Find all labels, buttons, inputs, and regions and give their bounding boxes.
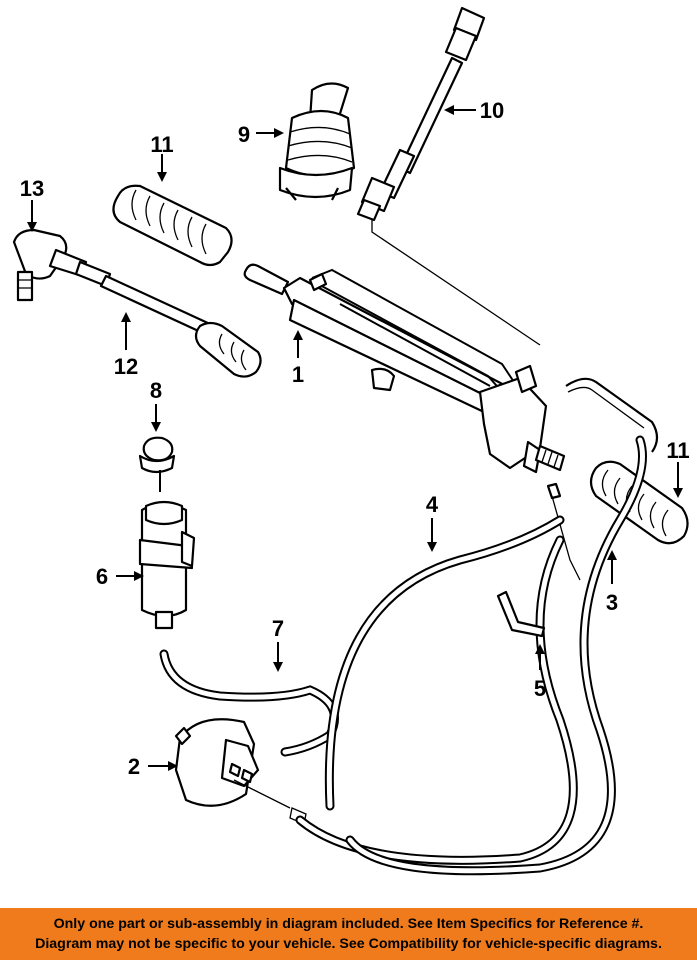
callout-11-right: 11 — [666, 438, 689, 463]
callout-13: 13 — [20, 176, 44, 201]
disclaimer-line-1: Only one part or sub-assembly in diagram… — [53, 916, 644, 932]
disclaimer-banner: Only one part or sub-assembly in diagram… — [0, 908, 697, 960]
disclaimer-line-2: Diagram may not be specific to your vehi… — [35, 936, 662, 952]
callout-1: 1 — [292, 362, 304, 387]
column-boot — [278, 82, 356, 201]
callout-arrows — [27, 105, 683, 771]
steering-rack — [243, 263, 659, 581]
rack-boot-left — [112, 184, 233, 267]
callout-6: 6 — [96, 564, 108, 589]
callout-5: 5 — [534, 676, 546, 701]
callout-4: 4 — [426, 492, 439, 517]
callout-8: 8 — [150, 378, 162, 403]
inner-tie-rod — [74, 260, 262, 378]
return-line — [345, 435, 647, 876]
callout-labels: 13 11 9 10 12 1 8 6 7 2 4 3 5 11 — [20, 98, 690, 779]
callout-3: 3 — [606, 590, 618, 615]
parts-diagram: 13 11 9 10 12 1 8 6 7 2 4 3 5 11 — [12, 6, 690, 876]
callout-2: 2 — [128, 754, 140, 779]
steering-shaft — [356, 6, 541, 346]
callout-7: 7 — [272, 616, 284, 641]
reservoir — [138, 500, 196, 630]
callout-12: 12 — [114, 354, 138, 379]
pressure-hose — [295, 515, 578, 865]
rack-boot-right — [589, 460, 689, 545]
outer-tie-rod-end — [12, 228, 88, 302]
callout-11-upper: 11 — [150, 132, 173, 157]
reservoir-cap — [138, 436, 176, 492]
power-steering-pump — [174, 718, 307, 825]
callout-9: 9 — [238, 122, 250, 147]
callout-10: 10 — [480, 98, 504, 123]
hose-bracket — [496, 590, 546, 638]
return-hose — [159, 649, 339, 757]
